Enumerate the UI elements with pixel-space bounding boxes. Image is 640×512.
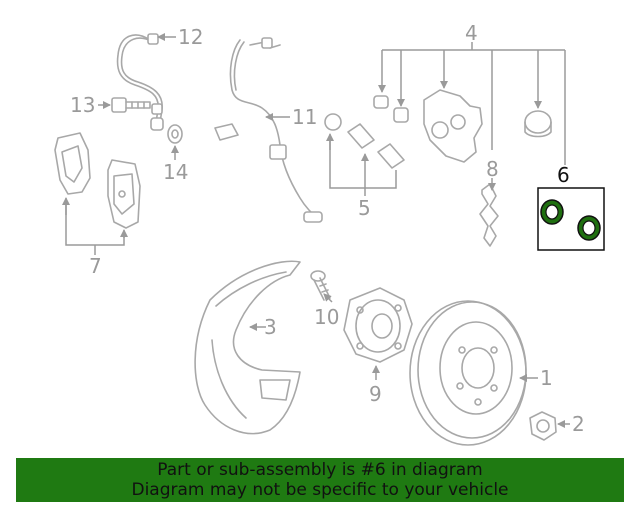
callout-4: 4 — [465, 21, 478, 45]
hub-nut — [529, 411, 557, 441]
callout-11: 11 — [292, 105, 317, 129]
washer — [167, 124, 183, 144]
banner-line-1: Part or sub-assembly is #6 in diagram — [157, 460, 483, 480]
guide-pins — [324, 113, 405, 169]
callout-7: 7 — [89, 254, 102, 278]
parts-diagram: 12 13 14 7 11 4 — [54, 21, 605, 446]
seal-kit-rings — [540, 199, 601, 241]
dust-shield — [194, 260, 301, 435]
brake-hose — [116, 33, 164, 131]
hose-bolt — [111, 97, 151, 113]
caliper-small-parts — [373, 89, 552, 163]
callout-10: 10 — [314, 305, 339, 329]
abs-sensor — [214, 37, 323, 223]
hub-bolt — [310, 270, 331, 301]
brake-pads — [54, 132, 141, 229]
callout-14: 14 — [163, 160, 188, 184]
callout-13: 13 — [70, 93, 95, 117]
brake-rotor — [409, 300, 527, 446]
banner-line-2: Diagram may not be specific to your vehi… — [131, 480, 509, 500]
info-banner: Part or sub-assembly is #6 in diagram Di… — [16, 458, 624, 502]
hub-bearing — [343, 287, 413, 363]
callout-1: 1 — [540, 366, 553, 390]
pad-clip — [479, 183, 499, 247]
callout-2: 2 — [572, 412, 585, 436]
callout-12: 12 — [178, 25, 203, 49]
callout-3: 3 — [264, 315, 277, 339]
callout-5: 5 — [358, 196, 371, 220]
callout-8: 8 — [486, 157, 499, 181]
callout-9: 9 — [369, 382, 382, 406]
callout-6: 6 — [557, 163, 570, 187]
